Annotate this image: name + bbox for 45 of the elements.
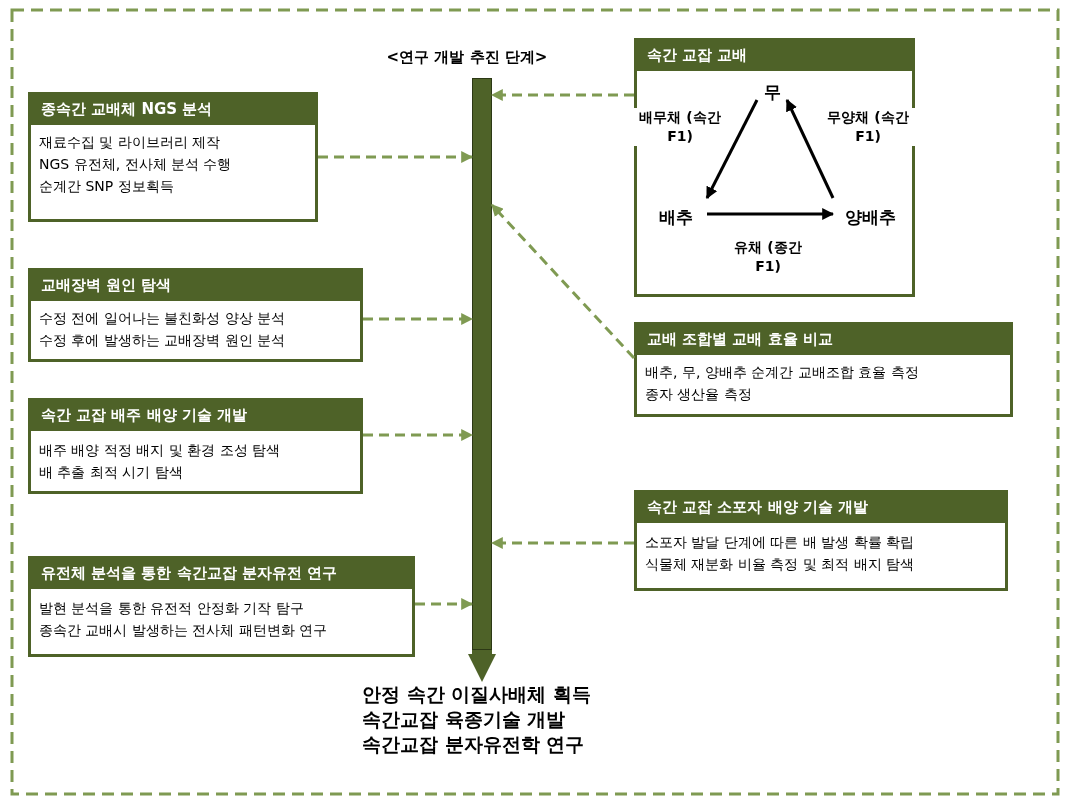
body-text: 종속간 교배시 발생하는 전사체 패턴변화 연구 [38, 621, 329, 640]
box-heading: 유전체 분석을 통한 속간교잡 분자유전 연구 [31, 559, 412, 589]
body-text: 수정 전에 일어나는 불친화성 양상 분석 [38, 309, 287, 328]
body-text: 종자 생산율 측정 [644, 385, 753, 404]
box-heading: 속간 교잡 소포자 배양 기술 개발 [637, 493, 1005, 523]
process-box [28, 398, 363, 494]
process-box [28, 556, 415, 657]
box-heading: 교배장벽 원인 탐색 [31, 271, 360, 301]
species-label: 양배추 [844, 205, 896, 229]
dashed-arrow [318, 151, 474, 163]
body-text: NGS 유전체, 전사체 분석 수행 [38, 155, 233, 174]
dashed-arrow [363, 429, 474, 441]
dashed-arrow [490, 204, 636, 359]
body-text: 배추, 무, 양배추 순계간 교배조합 효율 측정 [644, 363, 920, 382]
box-heading: 종속간 교배체 NGS 분석 [31, 95, 315, 125]
body-text: 소포자 발달 단계에 따른 배 발생 확률 확립 [644, 533, 916, 552]
box-heading: 속간 교잡 배주 배양 기술 개발 [31, 401, 360, 431]
body-text: 식물체 재분화 비율 측정 및 최적 배지 탐색 [644, 555, 916, 574]
outcome-text: 속간교잡 육종기술 개발 [362, 707, 567, 732]
body-text: 배주 배양 적정 배지 및 환경 조성 탐색 [38, 441, 282, 460]
dashed-arrow [363, 313, 474, 325]
thick-arrow [468, 650, 496, 682]
body-text: 발현 분석을 통한 유전적 안정화 기작 탐구 [38, 599, 305, 618]
body-text: 순계간 SNP 정보획득 [38, 177, 175, 196]
diagram-title: <연구 개발 추진 단계> [386, 48, 548, 67]
box-heading: 교배 조합별 교배 효율 비교 [637, 325, 1010, 355]
process-box [634, 490, 1008, 591]
outcome-text: 속간교잡 분자유전학 연구 [362, 732, 586, 757]
process-box [28, 92, 318, 222]
box-heading: 속간 교잡 교배 [637, 41, 912, 71]
arrow [785, 98, 835, 199]
species-label: 무 [763, 80, 781, 104]
species-label: 배추 [659, 205, 693, 229]
arrow [707, 208, 835, 220]
outcome-text: 안정 속간 이질사배체 획득 [362, 682, 592, 707]
body-text: 재료수집 및 라이브러리 제작 [38, 133, 222, 152]
arrow [705, 99, 759, 200]
process-box [28, 268, 363, 362]
dashed-arrow [415, 598, 474, 610]
timeline-bar [472, 78, 492, 650]
body-text: 배 추출 최적 시기 탐색 [38, 463, 184, 482]
body-text: 수정 후에 발생하는 교배장벽 원인 분석 [38, 331, 287, 350]
process-box [634, 322, 1013, 417]
dashed-arrow [490, 537, 634, 549]
dashed-arrow [490, 89, 634, 101]
